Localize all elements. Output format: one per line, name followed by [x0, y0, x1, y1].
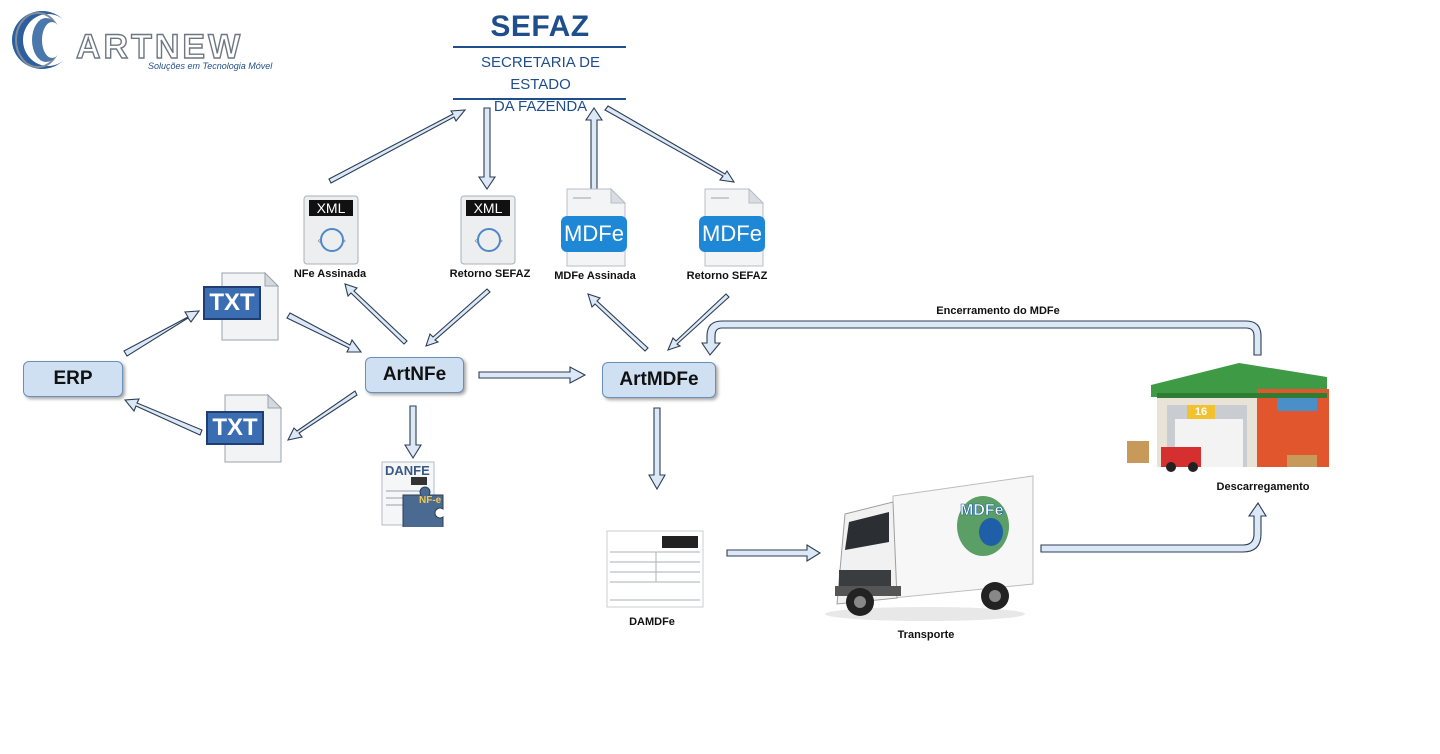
sefaz-line2: DA FAZENDA — [493, 98, 588, 115]
logo-swirl-icon — [12, 11, 73, 69]
arrow-erp-to-txt — [123, 310, 201, 357]
label-descarregamento: Descarregamento — [1216, 481, 1310, 493]
arrow-txt-to-erp — [123, 398, 203, 436]
xml-badge: XML — [466, 200, 510, 216]
label-transporte: Transporte — [897, 629, 955, 641]
sefaz-title: SEFAZ — [490, 10, 590, 43]
arrow-mdfe-to-sefaz — [584, 107, 604, 191]
sefaz-divider-bottom — [453, 98, 626, 100]
warehouse-number: 16 — [1187, 405, 1215, 419]
label-nfe-assinada: NFe Assinada — [293, 268, 367, 280]
artmdfe-box: ArtMDFe — [602, 362, 716, 398]
svg-text:›: › — [342, 234, 346, 247]
danfe-document: DANFE NF-e — [381, 461, 453, 527]
arrow-artnfe-to-nfe-assinada — [344, 283, 408, 345]
mdfe-assinada-document: MDFe — [561, 188, 629, 268]
artnew-logo — [8, 8, 288, 74]
artnfe-box: ArtNFe — [365, 357, 464, 393]
sefaz-subtitle: SECRETARIA DE ESTADO DA FAZENDA — [453, 52, 628, 118]
sefaz-line1: SECRETARIA DE ESTADO — [481, 54, 600, 93]
txt-badge: TXT — [206, 411, 264, 445]
sefaz-divider-top — [453, 46, 626, 48]
danfe-page-icon — [381, 461, 444, 527]
label-encerramento: Encerramento do MDFe — [936, 305, 1060, 317]
truck-icon — [825, 475, 1034, 621]
label-retorno-sefaz-mdfe: Retorno SEFAZ — [686, 270, 768, 282]
arrow-artmdfe-to-damdfe — [648, 407, 666, 491]
label-retorno-sefaz-nfe: Retorno SEFAZ — [449, 268, 531, 280]
xml-nfe-assinada-document: ‹ › XML — [303, 195, 359, 265]
arrow-txt-to-artnfe — [286, 312, 363, 353]
warehouse-icon — [1127, 363, 1329, 472]
danfe-nfe-badge: NF-e — [419, 495, 442, 506]
xml-retorno-sefaz-document: ‹ › XML — [460, 195, 516, 265]
txt-document-bottom: TXT — [206, 394, 283, 464]
arrow-encerramento — [700, 320, 1262, 356]
mdfe-badge: MDFe — [699, 216, 765, 252]
erp-box: ERP — [23, 361, 123, 397]
arrow-artnfe-to-danfe — [404, 405, 422, 460]
arrow-retorno-to-artnfe — [425, 288, 491, 347]
arrow-artnfe-to-txt — [286, 390, 358, 441]
arrow-sefaz-to-retorno-mdfe — [604, 105, 736, 183]
arrow-retorno-to-artmdfe — [667, 293, 730, 351]
txt-badge: TXT — [203, 286, 261, 320]
svg-text:‹: ‹ — [317, 234, 321, 247]
arrow-damdfe-to-truck — [726, 544, 822, 562]
mdfe-retorno-sefaz-document: MDFe — [699, 188, 767, 268]
arrow-truck-to-warehouse — [1040, 501, 1267, 553]
svg-text:‹: ‹ — [474, 234, 478, 247]
arrow-artnfe-to-artmdfe — [478, 366, 587, 384]
arrow-artmdfe-to-mdfe-assinada — [587, 293, 649, 352]
xml-badge: XML — [309, 200, 353, 216]
logo-tagline: Soluções em Tecnologia Móvel — [148, 61, 273, 71]
danfe-title: DANFE — [385, 463, 430, 478]
txt-document-top: TXT — [203, 272, 280, 342]
warehouse: 16 — [1127, 345, 1329, 472]
svg-text:›: › — [499, 234, 503, 247]
arrow-nfe-to-sefaz — [328, 109, 467, 184]
label-damdfe: DAMDFe — [629, 616, 675, 628]
damdfe-document — [606, 530, 704, 608]
damdfe-page-icon — [606, 530, 704, 608]
mdfe-badge: MDFe — [561, 216, 627, 252]
label-mdfe-assinada: MDFe Assinada — [554, 270, 636, 282]
truck-mdfe-logo: MDFe — [960, 502, 1004, 520]
arrow-sefaz-to-retorno-xml — [477, 107, 497, 190]
logo-brand: ARTNEW — [75, 27, 244, 66]
transport-truck: MDFe — [805, 474, 1037, 624]
